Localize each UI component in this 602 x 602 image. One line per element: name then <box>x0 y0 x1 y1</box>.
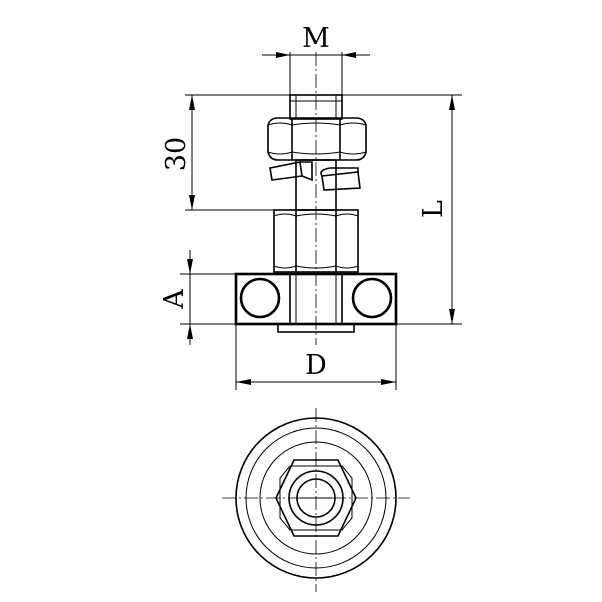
label-m: M <box>302 23 330 54</box>
top-view <box>222 408 410 592</box>
label-l: L <box>418 200 449 218</box>
dimension-d: D <box>235 324 397 390</box>
label-30: 30 <box>161 137 192 171</box>
label-d: D <box>305 350 327 381</box>
upper-hex-nut <box>267 117 367 161</box>
side-view: M 30 L A <box>159 23 462 390</box>
washer-ring <box>288 470 344 526</box>
inner-rim <box>245 427 387 569</box>
hex-seat <box>259 441 373 555</box>
stud-bore <box>296 478 336 518</box>
dimension-l: L <box>342 94 462 325</box>
dimension-a: A <box>159 250 236 345</box>
label-a: A <box>159 289 190 310</box>
dimension-30: 30 <box>161 94 296 211</box>
outer-rim <box>235 417 397 579</box>
lock-washer <box>269 159 361 211</box>
hex-nut-top <box>275 459 357 537</box>
dimension-m: M <box>262 23 370 95</box>
